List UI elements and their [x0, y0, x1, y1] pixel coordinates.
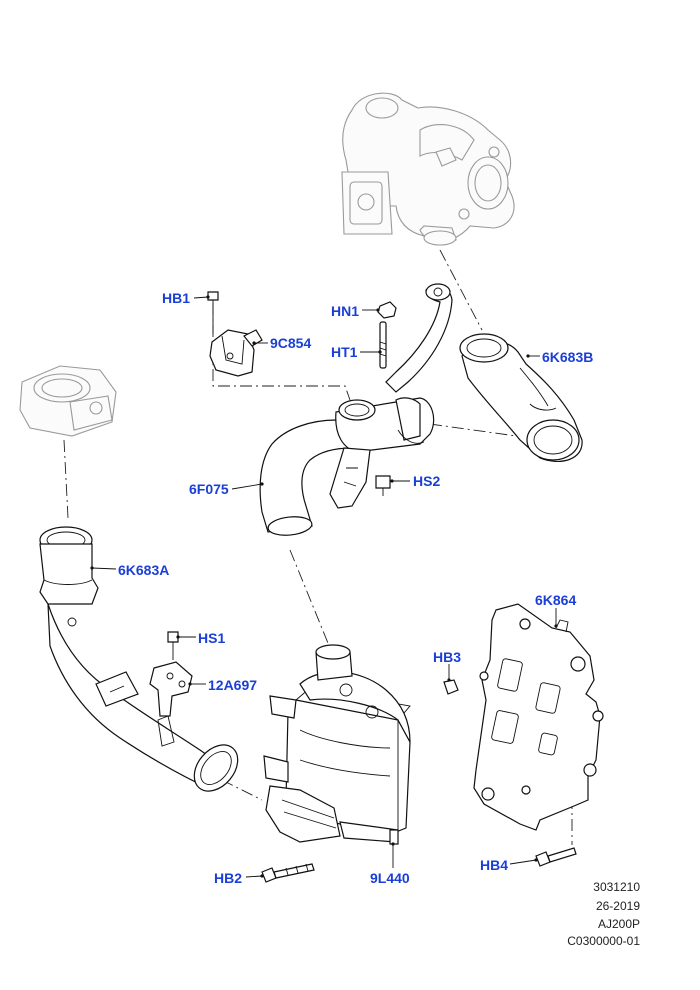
leader-lines	[90, 295, 558, 878]
bolt-hb1	[207, 291, 219, 334]
pipe-6k683a	[39, 526, 239, 792]
callout-6k683b[interactable]: 6K683B	[542, 349, 594, 365]
heat-shield-6k864	[473, 603, 604, 831]
hose-6k683b	[459, 333, 583, 462]
callout-9c854[interactable]: 9C854	[270, 335, 312, 351]
stud-ht1	[379, 321, 387, 369]
callout-ht1[interactable]: HT1	[331, 344, 358, 360]
callout-hb3[interactable]: HB3	[433, 649, 462, 665]
intercooler-9l440	[263, 644, 411, 845]
reference-line-1: 3031210	[593, 880, 640, 894]
callout-hs1[interactable]: HS1	[198, 630, 226, 646]
reference-line-3: AJ200P	[597, 917, 640, 931]
bolt-hs2	[375, 475, 391, 496]
sensor-9c854	[209, 329, 263, 377]
callout-6f075[interactable]: 6F075	[189, 481, 229, 497]
callout-hb4[interactable]: HB4	[480, 857, 509, 873]
turbocharger-ghost	[341, 92, 515, 246]
callout-12a697[interactable]: 12A697	[208, 677, 258, 693]
small-pipe	[385, 283, 453, 393]
reference-line-4: C0300000-01	[567, 934, 640, 948]
callout-9l440[interactable]: 9L440	[370, 870, 410, 886]
callout-hb1[interactable]: HB1	[162, 290, 191, 306]
callout-hs2[interactable]: HS2	[413, 473, 441, 489]
bolt-hb2	[261, 863, 315, 883]
callout-6k683a[interactable]: 6K683A	[118, 562, 170, 578]
callout-hn1[interactable]: HN1	[331, 303, 360, 319]
nut-hn1	[377, 301, 397, 319]
throttle-body-ghost	[19, 365, 117, 437]
pipe-6f075	[259, 397, 435, 536]
reference-line-2: 26-2019	[595, 899, 640, 913]
bracket-12a697	[149, 661, 193, 717]
callout-6k864[interactable]: 6K864	[535, 592, 577, 608]
bolt-hs1	[167, 631, 179, 660]
bolt-hb3	[443, 679, 459, 695]
bolt-hb4	[535, 847, 577, 867]
callout-hb2[interactable]: HB2	[214, 870, 243, 886]
